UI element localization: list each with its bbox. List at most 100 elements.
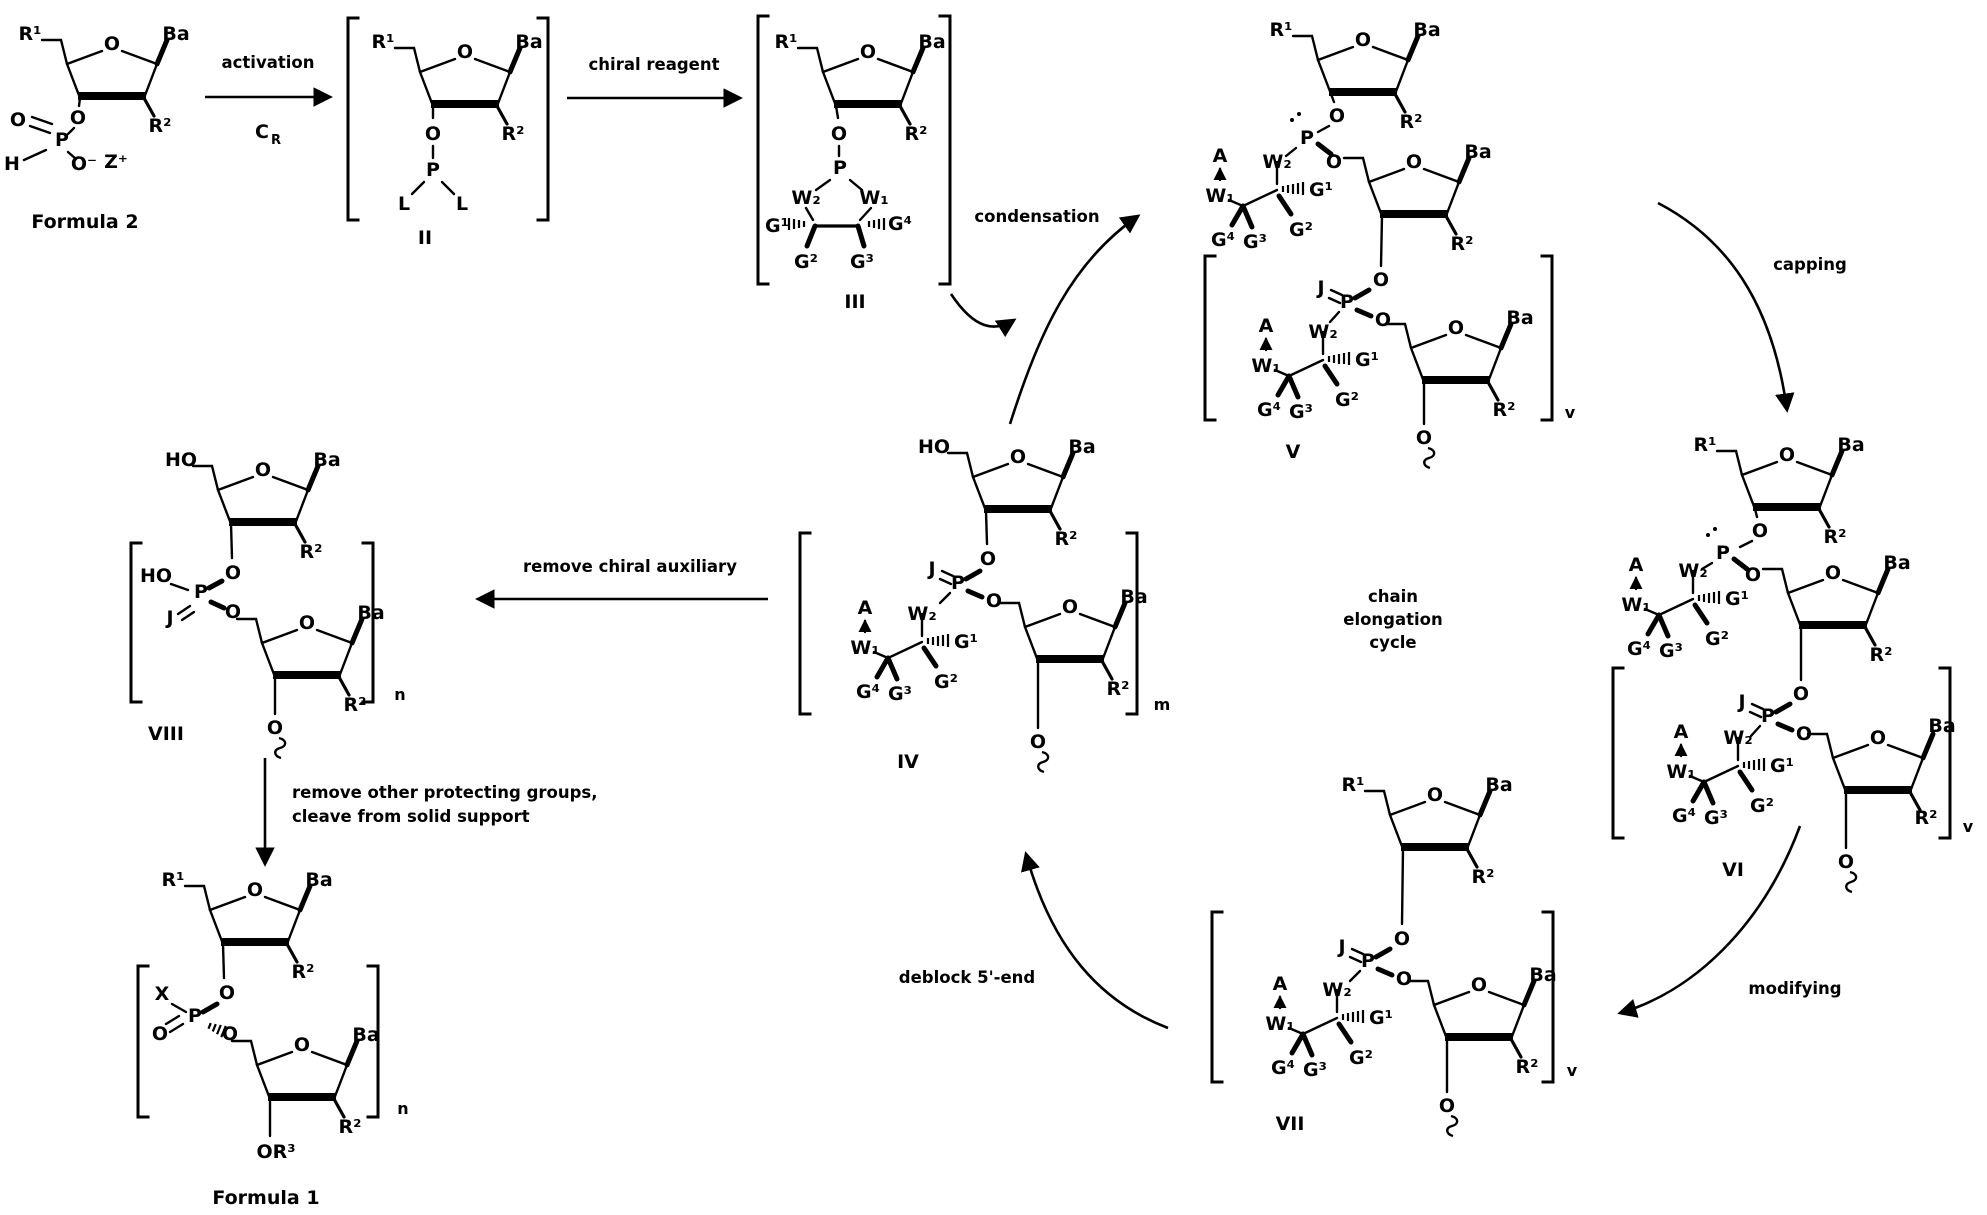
atom-label: O (222, 1023, 238, 1045)
atom-label: W₂ (1723, 727, 1752, 749)
atom-label: P (1340, 291, 1354, 313)
atom-label: Ba (305, 869, 332, 891)
reagent-label: C (255, 121, 269, 143)
arrow-modifying: modifying (1617, 825, 1842, 1018)
atom-label: Ba (1485, 774, 1512, 796)
atom-label: O (267, 717, 283, 739)
atom-label: W₁ (1666, 761, 1695, 783)
atom-label: G² (794, 251, 818, 273)
atom-label: OR³ (256, 1141, 295, 1163)
atom-label: A (1259, 315, 1274, 337)
atom-label: R² (1055, 528, 1078, 550)
atom-label: O (219, 982, 235, 1004)
arrow-label: deblock 5'-end (899, 968, 1035, 987)
atom-label: P (426, 159, 440, 181)
structure-name: V (1286, 441, 1301, 463)
atom-label: O (986, 590, 1002, 612)
structure-name: VI (1722, 859, 1744, 881)
atom-label: J (1736, 691, 1745, 713)
atom-label: P (1300, 127, 1314, 149)
atom-label: A (1674, 721, 1689, 743)
atom-label: P (833, 157, 847, 179)
atom-label: R² (339, 1116, 362, 1138)
atom-label: J (1336, 936, 1345, 958)
atom-label: A (1213, 145, 1228, 167)
atom-label: R² (1870, 644, 1893, 666)
atom-label: G¹ (1725, 588, 1749, 610)
arrow-condensation: condensation (949, 207, 1141, 425)
atom-label: P (55, 129, 69, 151)
bracket-subscript: v (1567, 1061, 1578, 1080)
atom-label: O (1745, 564, 1761, 586)
structure-vi: R¹ O Ba R² O P O O Ba R² W₂ A W₁ G¹ G² G… (1611, 434, 1974, 894)
atom-label: O (1752, 520, 1768, 542)
atom-label: J (164, 607, 173, 629)
atom-label: G⁴ (1271, 1057, 1295, 1079)
atom-label: J (926, 558, 935, 580)
atom-label: G⁴ (1627, 638, 1651, 660)
arrow-chiral-reagent: chiral reagent (567, 55, 743, 108)
atom-label: O (1779, 444, 1795, 466)
atom-label: Ba (1837, 434, 1864, 456)
atom-label: O (1793, 683, 1809, 705)
arrow-label: modifying (1748, 979, 1841, 998)
atom-label: X (155, 983, 170, 1005)
atom-label: R² (1451, 233, 1474, 255)
atom-label: O (425, 123, 441, 145)
atom-label: W₁ (1265, 1013, 1294, 1035)
arrow-label: capping (1773, 255, 1847, 274)
atom-label: G¹ (1770, 755, 1794, 777)
atom-label: O (1326, 151, 1342, 173)
atom-label: Ba (1120, 586, 1147, 608)
atom-label: O (1010, 446, 1026, 468)
atom-label: W₁ (1621, 594, 1650, 616)
atom-label: W₂ (1308, 321, 1337, 343)
atom-label: O (1030, 731, 1046, 753)
atom-label: Ba (313, 449, 340, 471)
solid-support-squiggle (1446, 1114, 1459, 1138)
atom-label: W₁ (850, 637, 879, 659)
cycle-center-text: chain elongation cycle (1343, 587, 1443, 652)
structure-vii: R¹ O Ba R² O P J O W₂ A W₁ G¹ G² G³ G⁴ O… (1210, 774, 1578, 1138)
atom-label: O (1471, 974, 1487, 996)
bracket-subscript: v (1565, 403, 1576, 422)
structure-formula-2: R¹ O Ba R² O P O H O⁻ Z⁺ Formula 2 (4, 23, 190, 233)
atom-label: Ba (1883, 552, 1910, 574)
atom-label: Ba (1068, 436, 1095, 458)
atom-label: R² (1516, 1056, 1539, 1078)
structure-v: R¹ O Ba R² O P O O Ba R² W₂ A W₁ G¹ G² G… (1203, 19, 1576, 470)
atom-label: W₁ (859, 187, 888, 209)
atom-label: O (152, 1023, 168, 1045)
atom-label: Z⁺ (104, 151, 128, 173)
bracket-subscript: n (394, 685, 405, 704)
atom-label: O (247, 879, 263, 901)
atom-label: O (1329, 105, 1345, 127)
structure-name: III (844, 291, 865, 313)
structure-iii: R¹ O Ba R² O P W₂ W₁ G¹ G² G³ G⁴ III (756, 14, 952, 313)
atom-label: G¹ (1369, 1007, 1393, 1029)
atom-label: R² (344, 694, 367, 716)
structure-name: VII (1276, 1113, 1305, 1135)
structure-name: Formula 1 (212, 1187, 319, 1209)
atom-label: O (1870, 727, 1886, 749)
arrow-label: remove other protecting groups, (292, 783, 598, 802)
atom-label: G⁴ (856, 681, 880, 703)
arrow-label: remove chiral auxiliary (523, 557, 737, 576)
atom-label: R² (1824, 526, 1847, 548)
arrow-deprotect: remove other protecting groups, cleave f… (255, 758, 598, 867)
atom-label: R² (300, 541, 323, 563)
atom-label: O (1375, 309, 1391, 331)
arrow-deblock: deblock 5'-end (899, 851, 1169, 1030)
structure-formula-1: R¹ O Ba R² O X P O O O Ba R² OR³ n Formu… (136, 869, 409, 1209)
atom-label: O⁻ (71, 153, 97, 175)
atom-label: O (1396, 968, 1412, 990)
atom-label: R² (292, 961, 315, 983)
atom-label: O (1373, 269, 1389, 291)
atom-label: R² (1107, 678, 1130, 700)
cycle-text-line: elongation (1343, 610, 1443, 629)
atom-label: Ba (918, 31, 945, 53)
atom-label: Ba (357, 602, 384, 624)
atom-label: W₂ (1678, 560, 1707, 582)
solid-support-squiggle (274, 736, 287, 760)
atom-label: W₂ (791, 187, 820, 209)
